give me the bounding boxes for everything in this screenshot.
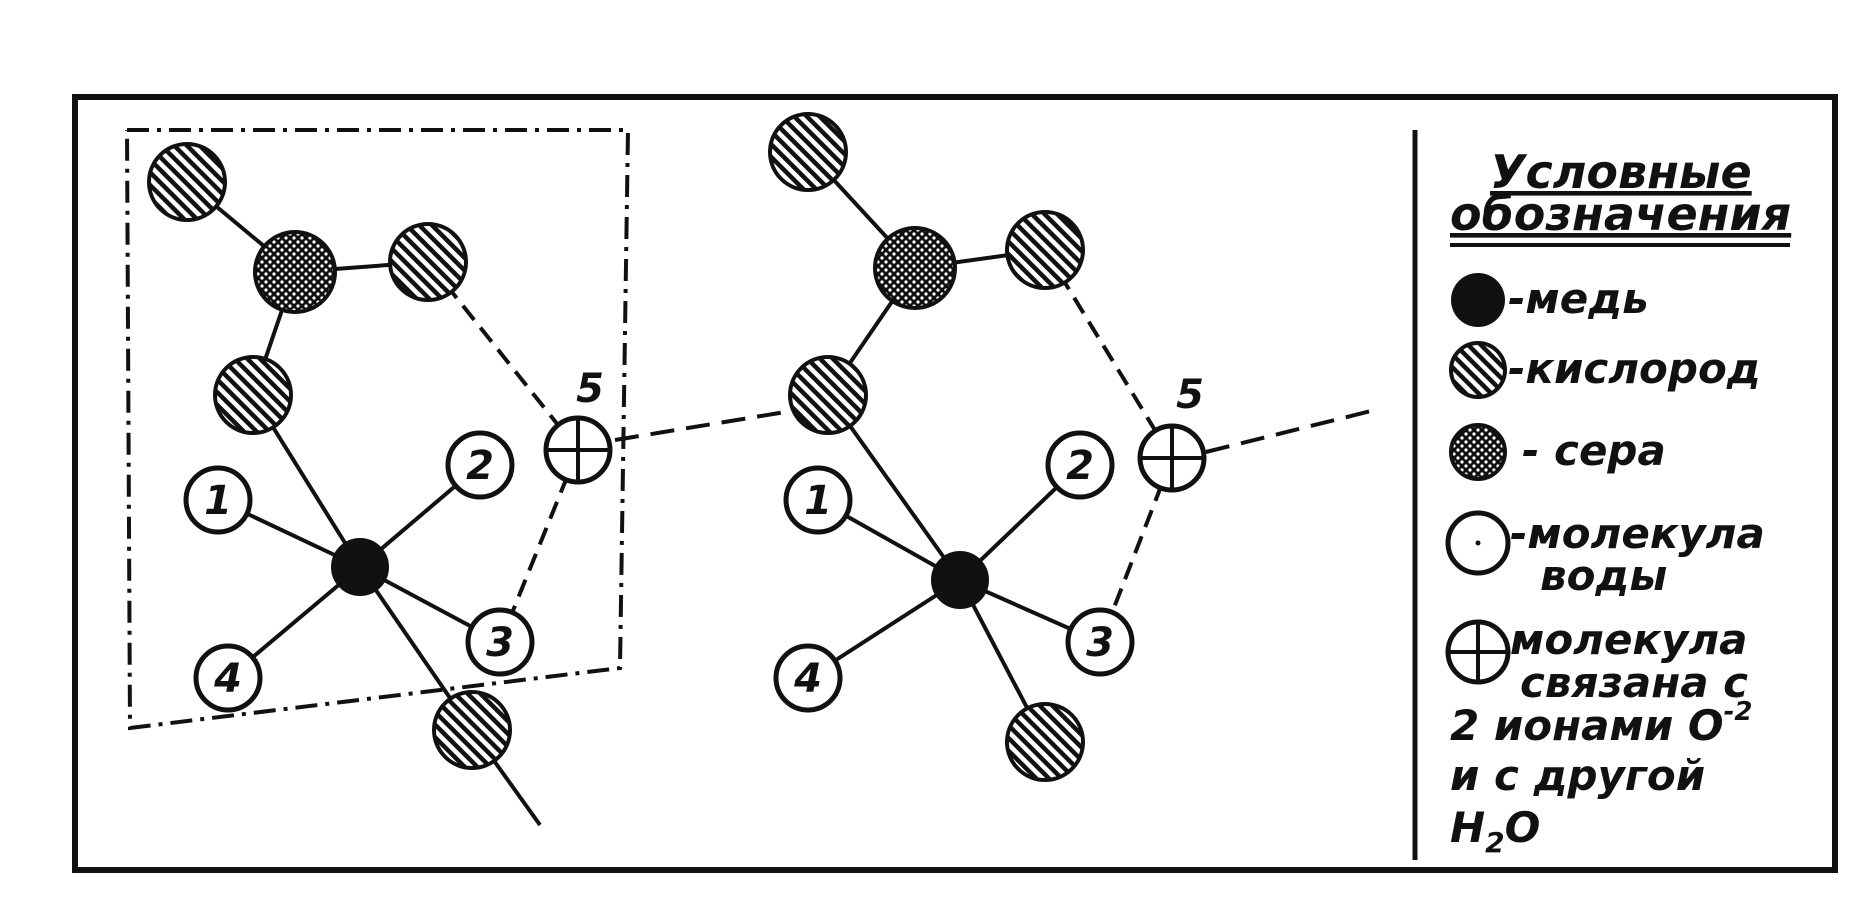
legend-bound-label-line5-sub: 2 bbox=[1485, 826, 1504, 859]
unit-cell-boundary bbox=[125, 128, 631, 731]
oxygen-atom bbox=[788, 355, 868, 435]
water-molecule-4 bbox=[193, 643, 263, 713]
oxygen-atom bbox=[432, 690, 512, 770]
oxygen-atom bbox=[1005, 702, 1085, 782]
legend-bound-label-line5: H2O bbox=[1450, 803, 1540, 859]
water-label-4: 4 bbox=[793, 656, 822, 702]
sulfur-atom bbox=[873, 226, 957, 310]
legend-bound-label-line3: 2 ионами O-2 bbox=[1450, 697, 1752, 750]
hydrogen-bond bbox=[1043, 248, 1174, 460]
water-molecule-2 bbox=[445, 430, 515, 500]
left-unit: 1 2 3 4 5 bbox=[147, 142, 829, 827]
legend-oxygen-icon bbox=[1449, 341, 1507, 399]
water-molecule-1 bbox=[783, 465, 853, 535]
legend-title-line1: Условные bbox=[1490, 145, 1752, 199]
copper-atom bbox=[931, 551, 989, 609]
legend-copper-icon bbox=[1451, 273, 1505, 327]
legend: Условные обозначения -медь -кислород - с… bbox=[1445, 145, 1791, 859]
water-label-5: 5 bbox=[1176, 372, 1204, 418]
legend-copper-label: -медь bbox=[1508, 274, 1649, 323]
legend-water-label-line1: -молекула bbox=[1510, 509, 1765, 558]
legend-water-label-line2: воды bbox=[1540, 551, 1667, 600]
water-label-2: 2 bbox=[466, 443, 494, 489]
outer-frame bbox=[72, 94, 1838, 873]
legend-bound-label-line5-h: H bbox=[1450, 803, 1485, 852]
oxygen-atom bbox=[213, 355, 293, 435]
water-label-1: 1 bbox=[204, 478, 232, 524]
oxygen-atom bbox=[147, 142, 227, 222]
copper-atom bbox=[331, 538, 389, 596]
legend-sulfur-icon bbox=[1449, 423, 1507, 481]
water-label-3: 3 bbox=[1086, 620, 1114, 666]
legend-title-line2: обозначения bbox=[1450, 187, 1791, 241]
legend-bound-label-line3-sup: -2 bbox=[1724, 697, 1753, 727]
legend-bound-label-line4: и с другой bbox=[1450, 751, 1705, 800]
water-molecule-2 bbox=[1045, 430, 1115, 500]
hydrogen-bond bbox=[1205, 408, 1376, 454]
water-label-3: 3 bbox=[486, 620, 514, 666]
water-molecule-3 bbox=[1065, 607, 1135, 677]
oxygen-atom bbox=[768, 112, 848, 192]
legend-oxygen-label: -кислород bbox=[1508, 344, 1761, 393]
legend-bound-label-line3-text: 2 ионами O bbox=[1450, 701, 1724, 750]
water-molecule-4 bbox=[773, 643, 843, 713]
water-label-2: 2 bbox=[1066, 443, 1094, 489]
water-molecule-1 bbox=[183, 465, 253, 535]
water-label-4: 4 bbox=[213, 656, 242, 702]
hydrogen-bond bbox=[426, 260, 580, 452]
legend-bound-label-line5-o: O bbox=[1505, 803, 1541, 852]
legend-sulfur-label: - сера bbox=[1522, 426, 1666, 475]
legend-bound-label-line1: молекула bbox=[1510, 615, 1747, 664]
oxygen-atom bbox=[388, 222, 468, 302]
oxygen-atom bbox=[1005, 210, 1085, 290]
water-label-1: 1 bbox=[804, 478, 832, 524]
water-molecule-3 bbox=[465, 607, 535, 677]
sulfur-atom bbox=[253, 230, 337, 314]
legend-bound-label-line2: связана с bbox=[1520, 658, 1748, 707]
right-unit: 1 2 3 4 5 bbox=[768, 112, 1376, 782]
legend-water-dot bbox=[1475, 540, 1481, 546]
water-label-5: 5 bbox=[576, 366, 604, 412]
